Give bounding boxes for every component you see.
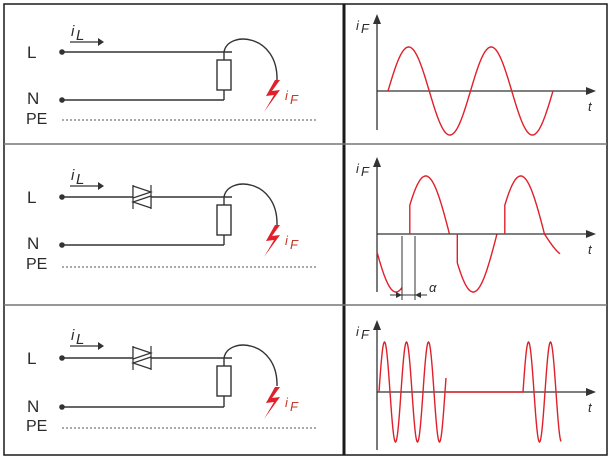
y-axis-symbol: i bbox=[356, 18, 360, 33]
triac-icon bbox=[131, 185, 153, 209]
load-current-subscript: L bbox=[76, 171, 84, 188]
y-axis-subscript: F bbox=[361, 327, 370, 342]
fault-wire bbox=[223, 183, 278, 226]
fault-lightning-icon bbox=[264, 80, 280, 112]
circuit-row-2: L N PE i F i bbox=[26, 167, 318, 273]
load-current-subscript: L bbox=[76, 331, 84, 348]
fault-current-symbol: i bbox=[285, 233, 289, 248]
firing-angle-arrow-right bbox=[415, 292, 421, 298]
y-axis-arrowhead bbox=[373, 14, 381, 24]
waveform-full-sine bbox=[387, 46, 554, 136]
fault-lightning-icon bbox=[264, 387, 280, 419]
y-axis-symbol: i bbox=[356, 324, 360, 339]
firing-angle-label: α bbox=[429, 280, 437, 295]
pe-label: PE bbox=[26, 418, 47, 435]
load-resistor bbox=[216, 59, 232, 91]
y-axis-symbol: i bbox=[356, 161, 360, 176]
fault-current-subscript: F bbox=[290, 399, 299, 414]
fault-wire bbox=[223, 38, 278, 81]
waveform-phase-cut-sine bbox=[376, 175, 561, 293]
fault-current-subscript: F bbox=[290, 92, 299, 107]
x-axis-arrowhead bbox=[586, 388, 596, 396]
load-resistor bbox=[216, 365, 232, 397]
y-axis-arrowhead bbox=[373, 157, 381, 167]
fault-current-symbol: i bbox=[285, 88, 289, 103]
neutral-label: N bbox=[27, 89, 39, 108]
y-axis-subscript: F bbox=[361, 21, 370, 36]
triac-icon bbox=[131, 346, 153, 370]
waveform-axes-1 bbox=[376, 22, 588, 130]
pe-label: PE bbox=[26, 111, 47, 128]
circuit-row-1: L N PE i F i L bbox=[26, 23, 318, 128]
line-label: L bbox=[27, 188, 36, 207]
load-current-subscript: L bbox=[76, 27, 84, 44]
x-axis-arrowhead bbox=[586, 87, 596, 95]
load-current-symbol: i bbox=[71, 23, 75, 40]
firing-angle-arrow-left bbox=[396, 292, 402, 298]
load-current-arrowhead bbox=[98, 182, 104, 190]
waveform-axes-2 bbox=[376, 165, 588, 292]
neutral-label: N bbox=[27, 397, 39, 416]
load-current-arrowhead bbox=[98, 38, 104, 46]
load-current-symbol: i bbox=[71, 327, 75, 344]
load-current-symbol: i bbox=[71, 167, 75, 184]
line-label: L bbox=[27, 43, 36, 62]
fault-lightning-icon bbox=[264, 225, 280, 257]
fault-wire bbox=[223, 344, 278, 387]
fault-current-subscript: F bbox=[290, 237, 299, 252]
y-axis-subscript: F bbox=[361, 164, 370, 179]
x-axis-label: t bbox=[588, 400, 593, 415]
y-axis-arrowhead bbox=[373, 320, 381, 330]
load-current-arrowhead bbox=[98, 342, 104, 350]
x-axis-label: t bbox=[588, 99, 593, 114]
neutral-label: N bbox=[27, 234, 39, 253]
firing-angle-marker bbox=[390, 236, 427, 300]
table-frame bbox=[3, 3, 608, 456]
line-label: L bbox=[27, 349, 36, 368]
x-axis-label: t bbox=[588, 242, 593, 257]
pe-label: PE bbox=[26, 256, 47, 273]
circuit-row-3: L N PE i F i L bbox=[26, 327, 318, 435]
fault-current-symbol: i bbox=[285, 395, 289, 410]
waveform-burst-sine bbox=[378, 341, 562, 443]
load-resistor bbox=[216, 204, 232, 236]
x-axis-arrowhead bbox=[586, 230, 596, 238]
